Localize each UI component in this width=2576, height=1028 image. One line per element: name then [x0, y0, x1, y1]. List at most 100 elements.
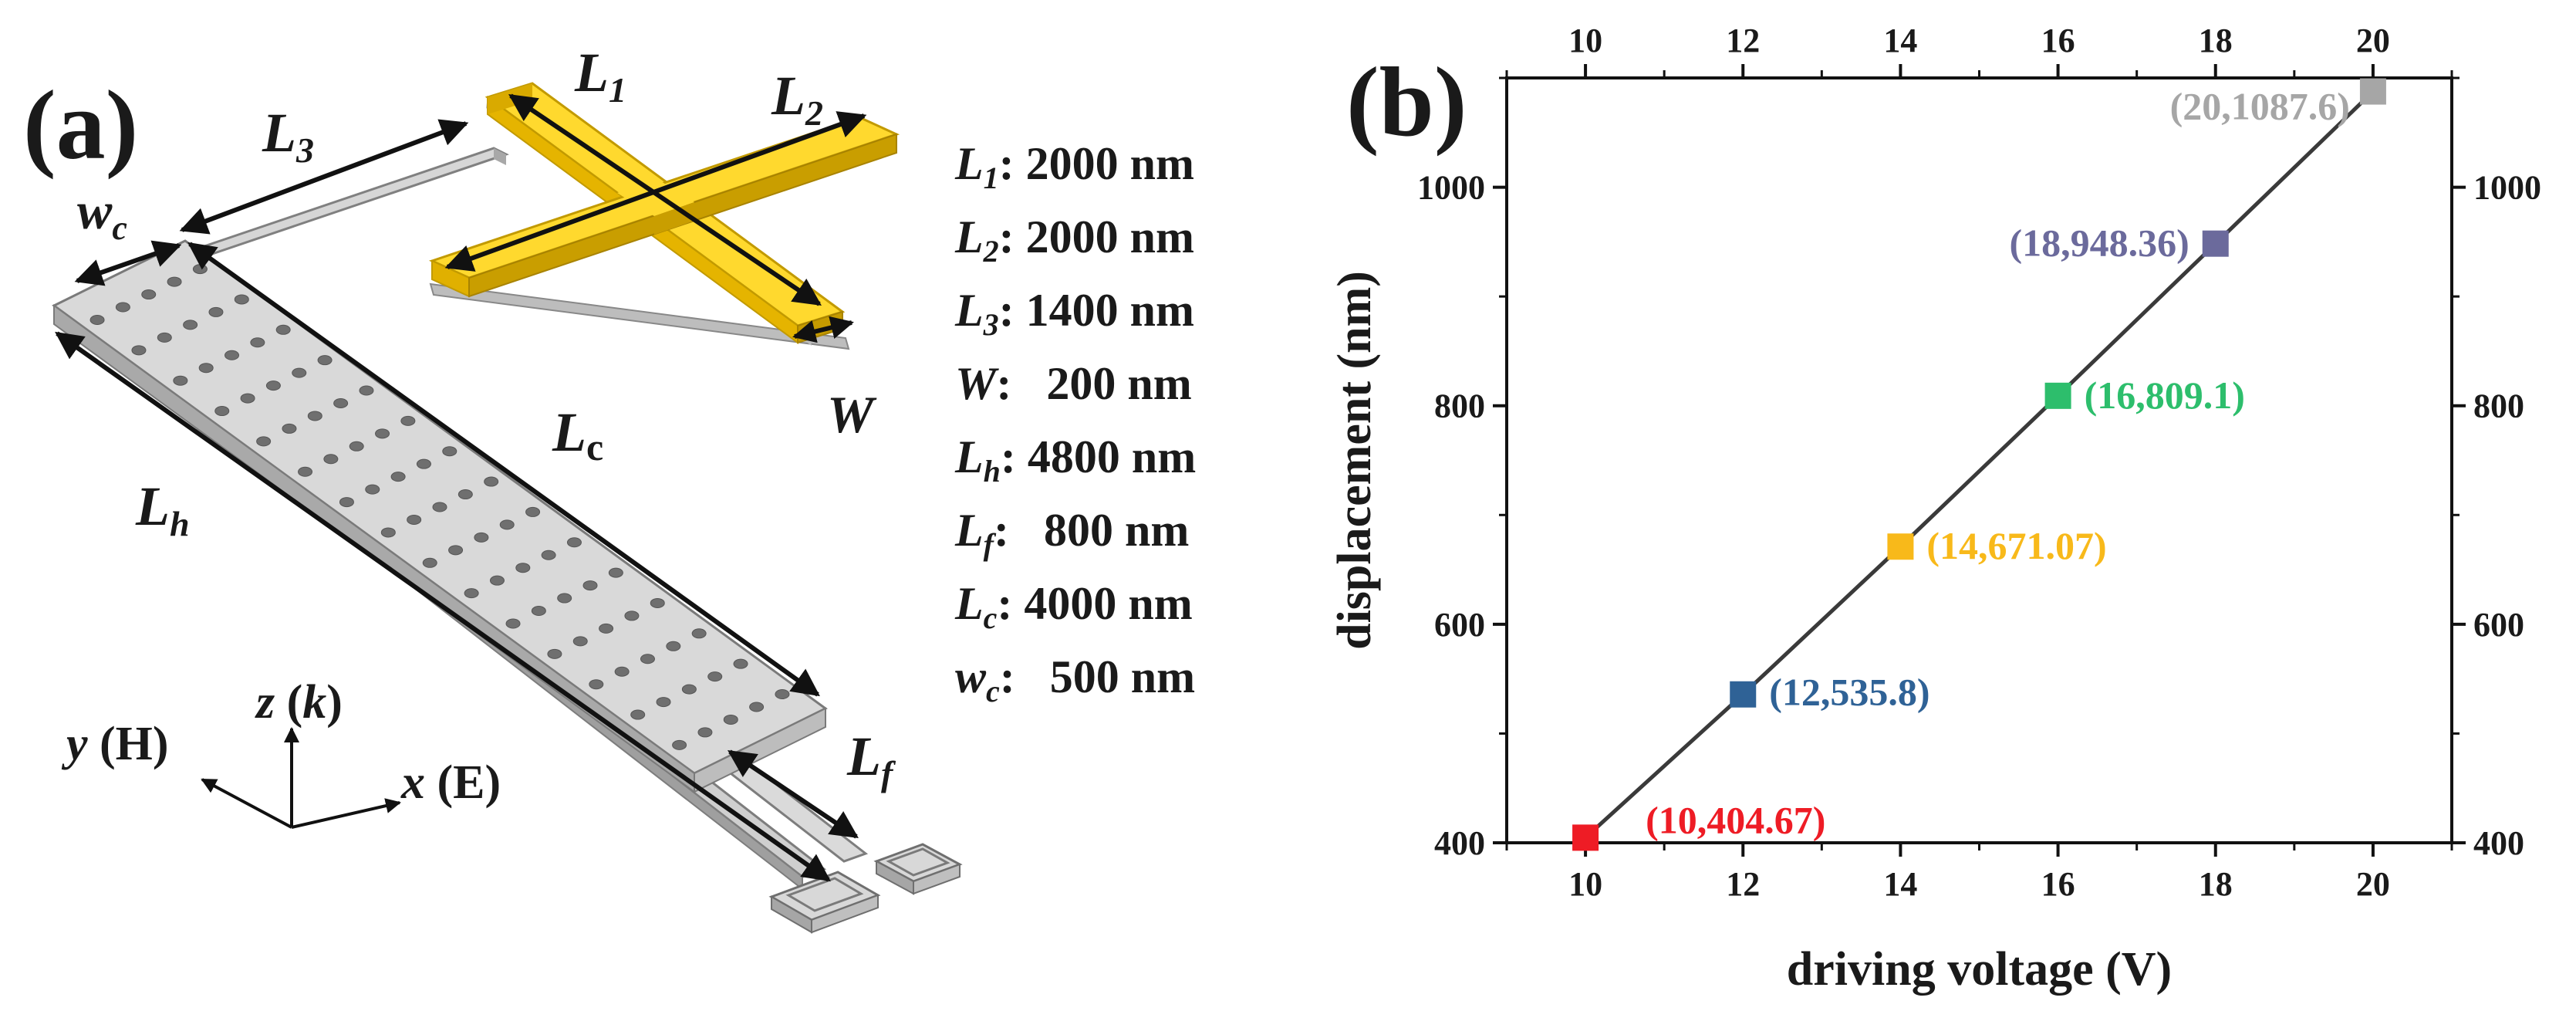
parameter-entry: Lf: 800 nm — [954, 505, 1189, 562]
plate-hole — [614, 666, 630, 677]
plate-hole — [234, 294, 249, 305]
plate-hole — [749, 702, 765, 712]
data-marker — [2202, 230, 2229, 257]
plate-hole — [214, 406, 230, 417]
parameter-entry: L2: 2000 nm — [954, 211, 1194, 269]
plate-hole — [630, 709, 646, 720]
x-tick-label: 12 — [1726, 865, 1760, 903]
plate-hole — [432, 502, 447, 512]
plate-hole — [250, 337, 265, 348]
x-top-tick-label: 10 — [1568, 22, 1602, 59]
plate-hole — [157, 332, 172, 343]
label-l3: L3 — [262, 102, 314, 170]
data-marker — [2359, 78, 2386, 105]
parameter-entry: Lc: 4000 nm — [954, 578, 1193, 635]
y-tick-label: 400 — [1434, 824, 1485, 862]
plate-hole — [359, 385, 374, 396]
y-right-tick-label: 1000 — [2473, 169, 2541, 207]
plate-hole — [380, 527, 396, 538]
y-tick-label: 800 — [1434, 387, 1485, 425]
plate-hole — [240, 393, 255, 404]
plate-hole — [256, 436, 272, 447]
parameter-entry: wc: 500 nm — [955, 651, 1195, 708]
data-point-label: (18,948.36) — [2009, 221, 2189, 265]
plate-hole — [448, 545, 464, 556]
data-point-label: (12,535.8) — [1769, 671, 1929, 714]
plate-hole — [723, 714, 738, 725]
plate-hole — [733, 658, 748, 669]
plate-hole — [317, 355, 333, 366]
plate-hole — [572, 636, 588, 647]
data-marker — [1730, 681, 1757, 708]
data-point-label: (16,809.1) — [2085, 374, 2245, 417]
plate-hole — [89, 314, 105, 325]
plate-hole — [198, 363, 214, 374]
plate-hole — [115, 302, 130, 313]
data-marker — [1887, 533, 1914, 560]
parameter-entry: L1: 2000 nm — [954, 138, 1194, 195]
dimension-arrows — [55, 93, 867, 882]
plate-hole — [208, 306, 224, 317]
plate-hole — [131, 345, 147, 356]
plate-hole — [390, 472, 406, 482]
plate-hole — [457, 489, 473, 500]
plate-hole — [599, 623, 614, 634]
label-lc: Lc — [552, 401, 603, 468]
plate-hole — [775, 689, 790, 700]
plate-hole — [624, 610, 640, 621]
data-markers — [1572, 78, 2386, 851]
label-lf: Lf — [846, 725, 896, 793]
x-axis-label: driving voltage (V) — [1787, 943, 2172, 996]
plate-hole — [192, 264, 208, 275]
coordinate-axes: z (k) y (H) x (E) — [61, 676, 501, 829]
plate-hole — [173, 375, 188, 386]
data-marker — [1572, 824, 1599, 851]
plate-hole — [323, 454, 339, 465]
axis-x-label: x (E) — [400, 756, 501, 809]
plate-hole — [265, 380, 281, 391]
label-lh: Lh — [135, 475, 190, 543]
x-top-tick-label: 18 — [2199, 22, 2233, 59]
plate-hole — [656, 697, 671, 708]
plate-hole — [582, 580, 598, 591]
y-right-tick-label: 400 — [2473, 824, 2524, 862]
plate-hole — [407, 514, 422, 525]
dimension-labels: L1 L2 L3 wc W Lc Lh Lf — [77, 42, 896, 793]
plate-hole — [365, 484, 380, 495]
plate-hole — [141, 289, 157, 300]
label-wc: wc — [77, 181, 127, 247]
y-axis-label: displacement (nm) — [1329, 271, 1381, 650]
plate-hole — [400, 415, 416, 426]
label-l2: L2 — [771, 65, 823, 133]
x-tick-label: 10 — [1568, 865, 1602, 903]
plate-hole — [650, 597, 665, 608]
plate-hole — [666, 641, 681, 651]
plate-hole — [640, 654, 655, 664]
plate-hole — [422, 557, 437, 568]
plate-hole — [292, 367, 307, 378]
plate-hole — [515, 563, 531, 573]
x-tick-label: 20 — [2356, 865, 2390, 903]
plate-hole — [333, 397, 349, 408]
parameter-entry: Lh: 4800 nm — [954, 431, 1196, 489]
plate-hole — [566, 537, 582, 548]
x-top-tick-label: 14 — [1883, 22, 1917, 59]
plate-hole — [339, 497, 354, 508]
gold-cross-antenna — [428, 82, 900, 350]
plate-hole — [541, 550, 556, 560]
plate-hole — [525, 506, 541, 517]
plate-hole — [484, 476, 499, 487]
plate-hole — [531, 606, 546, 617]
x-tick-label: 16 — [2041, 865, 2075, 903]
panel-b-label: (b) — [1346, 47, 1467, 157]
plate-hole — [183, 320, 198, 330]
plate-hole — [547, 648, 562, 659]
plate-hole — [282, 423, 297, 434]
data-point-label: (14,671.07) — [1926, 524, 2106, 567]
plate-hole — [442, 446, 457, 457]
plate-hole — [489, 575, 505, 586]
plot-frame — [1505, 76, 2453, 844]
